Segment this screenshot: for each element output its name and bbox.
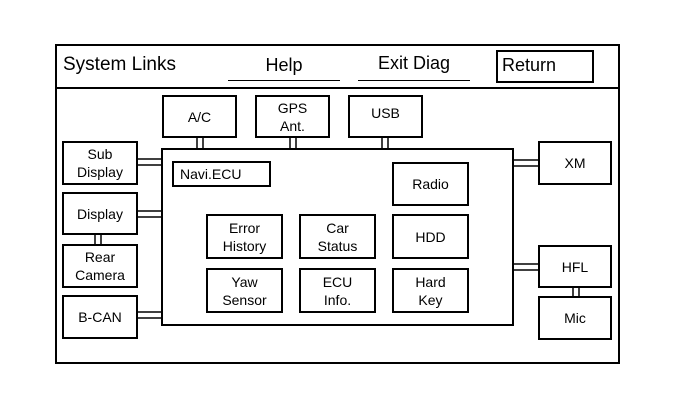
yaw-sensor-label: Yaw Sensor bbox=[222, 273, 267, 308]
navi-ecu-label: Navi.ECU bbox=[172, 161, 271, 187]
help-underline bbox=[228, 80, 340, 81]
display-label: Display bbox=[77, 205, 123, 222]
radio-label: Radio bbox=[412, 176, 449, 192]
gps-antenna-device[interactable]: GPS Ant. bbox=[255, 95, 330, 138]
radio-button[interactable]: Radio bbox=[392, 162, 469, 206]
help-button[interactable]: Help bbox=[265, 55, 303, 75]
error-history-label: Error History bbox=[222, 219, 267, 254]
exit-diag-button[interactable]: Exit Diag bbox=[377, 53, 451, 73]
usb-device[interactable]: USB bbox=[348, 95, 423, 138]
ecu-info-label: ECU Info. bbox=[322, 273, 353, 308]
bcan-device[interactable]: B-CAN bbox=[62, 295, 138, 339]
hfl-label: HFL bbox=[561, 258, 589, 275]
xm-label: XM bbox=[564, 155, 586, 171]
hfl-device[interactable]: HFL bbox=[538, 245, 612, 288]
ac-device[interactable]: A/C bbox=[162, 95, 237, 138]
gps-label: GPS Ant. bbox=[277, 99, 308, 134]
sub-display-label: Sub Display bbox=[77, 146, 123, 180]
rear-camera-label: Rear Camera bbox=[75, 249, 125, 283]
hdd-label: HDD bbox=[415, 228, 446, 245]
car-status-button[interactable]: Car Status bbox=[299, 214, 376, 259]
hard-key-label: Hard Key bbox=[415, 273, 446, 308]
error-history-button[interactable]: Error History bbox=[206, 214, 283, 259]
yaw-sensor-button[interactable]: Yaw Sensor bbox=[206, 268, 283, 313]
page-title: System Links bbox=[63, 54, 176, 75]
usb-label: USB bbox=[371, 104, 400, 121]
xm-device[interactable]: XM bbox=[538, 141, 612, 185]
ac-label: A/C bbox=[187, 108, 212, 125]
mic-label: Mic bbox=[564, 310, 586, 326]
diag-frame bbox=[55, 44, 620, 364]
car-status-label: Car Status bbox=[317, 219, 358, 254]
header-divider bbox=[55, 87, 620, 89]
bcan-label: B-CAN bbox=[78, 309, 122, 325]
sub-display-device[interactable]: Sub Display bbox=[62, 141, 138, 185]
hdd-button[interactable]: HDD bbox=[392, 214, 469, 259]
rear-camera-device[interactable]: Rear Camera bbox=[62, 244, 138, 288]
ecu-info-button[interactable]: ECU Info. bbox=[299, 268, 376, 313]
mic-device[interactable]: Mic bbox=[538, 296, 612, 340]
display-device[interactable]: Display bbox=[62, 192, 138, 235]
return-button[interactable]: Return bbox=[496, 50, 594, 83]
hard-key-button[interactable]: Hard Key bbox=[392, 268, 469, 313]
exit-diag-underline bbox=[358, 80, 470, 81]
